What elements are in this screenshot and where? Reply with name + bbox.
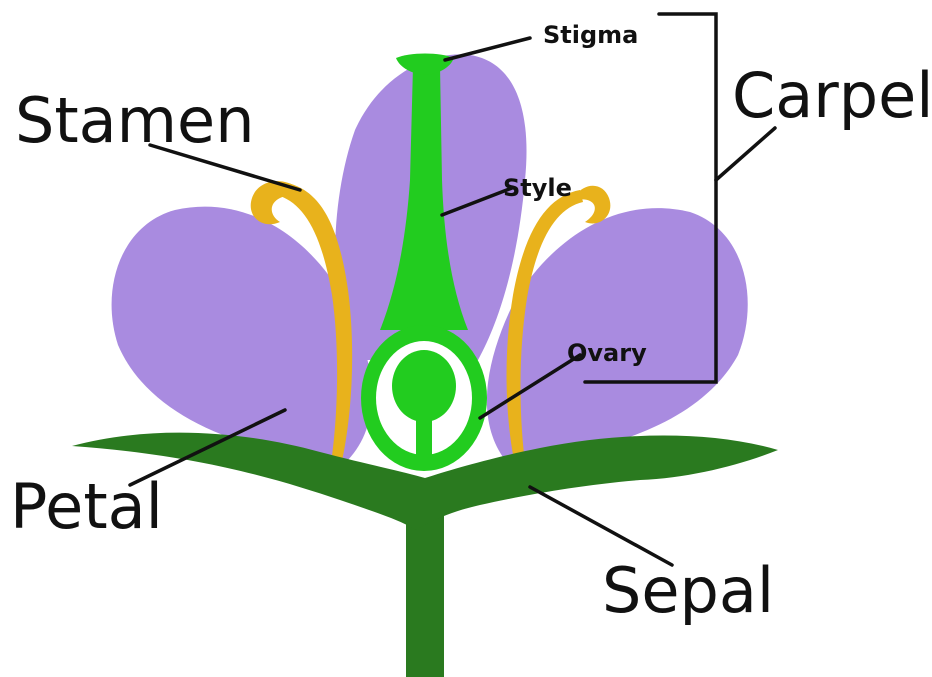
stigma-leader bbox=[445, 38, 530, 60]
ovule-stalk bbox=[416, 410, 432, 458]
label-style: Style bbox=[503, 174, 572, 202]
right-stamen-anther bbox=[575, 186, 610, 224]
label-stamen: Stamen bbox=[15, 84, 255, 157]
label-stigma: Stigma bbox=[543, 21, 638, 49]
label-ovary: Ovary bbox=[567, 339, 647, 367]
carpel-leader bbox=[716, 128, 775, 180]
label-petal: Petal bbox=[10, 470, 163, 543]
label-carpel: Carpel bbox=[732, 59, 932, 132]
label-sepal: Sepal bbox=[602, 554, 774, 627]
